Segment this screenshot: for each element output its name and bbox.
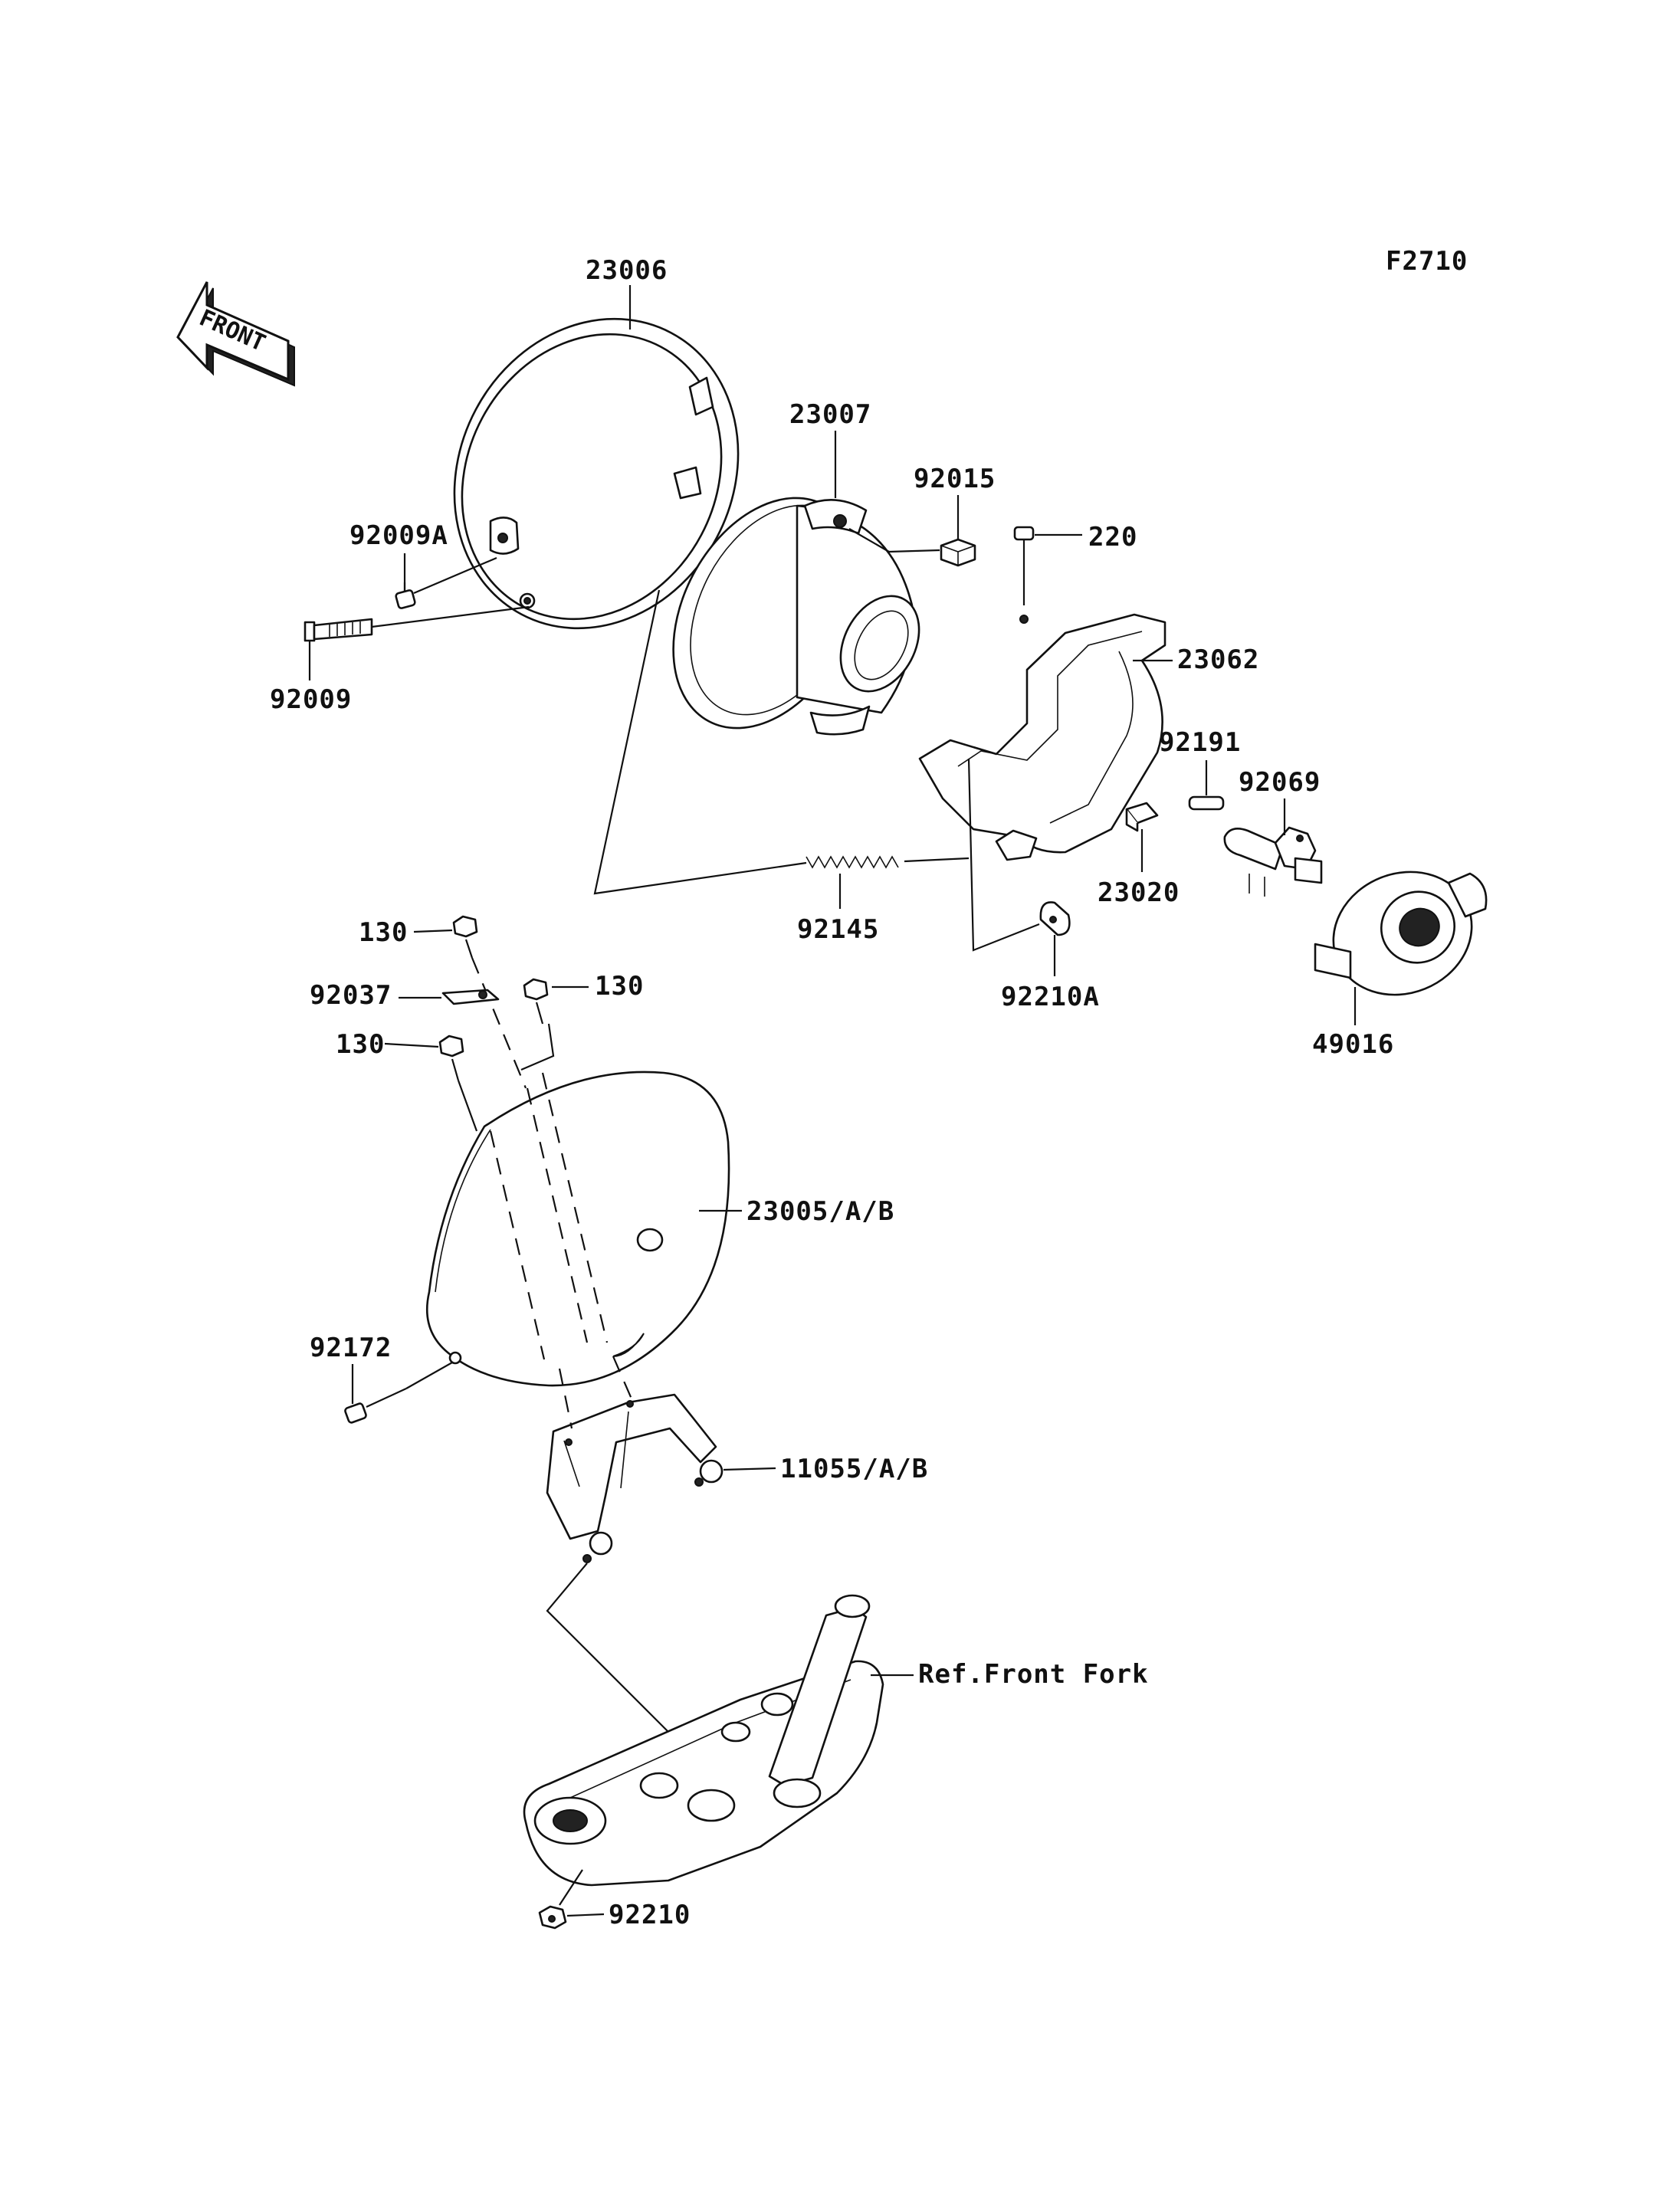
label-23005: 23005/A/B [746,1196,894,1227]
label-130-top: 130 [359,917,408,948]
label-220: 220 [1088,522,1137,553]
plate-92210A [1039,901,1071,936]
dust-cover-49016 [1314,871,1488,996]
nut-92210 [538,1905,567,1930]
pin-92191 [1188,795,1225,811]
nut-92015 [940,538,976,567]
diagram-code: F2710 [1386,246,1468,277]
ref-front-fork: Ref.Front Fork [918,1659,1149,1690]
label-92037: 92037 [310,980,392,1011]
headlight-unit-23007 [672,497,920,736]
label-11055: 11055/A/B [780,1454,928,1484]
stay-bracket-11055 [546,1393,724,1563]
label-23007: 23007 [789,399,871,430]
screw-92172 [344,1388,407,1424]
label-49016: 49016 [1312,1029,1394,1060]
bolt-130-right [523,978,549,1025]
screw-220 [1013,526,1035,567]
label-92210A: 92210A [1001,982,1100,1012]
label-92210: 92210 [609,1900,691,1930]
headlight-housing-23005 [425,1071,730,1387]
label-92015: 92015 [914,464,996,494]
label-23006: 23006 [586,255,668,286]
label-92009: 92009 [270,684,352,715]
bolt-130-top [452,915,478,959]
front-fork-bracket [523,1594,884,1887]
bulb-92069 [1223,826,1323,897]
label-92172: 92172 [310,1333,392,1363]
bolt-130-left [438,1035,464,1081]
label-23062: 23062 [1177,644,1259,675]
spring-92145 [806,855,899,869]
label-92191: 92191 [1159,727,1241,758]
label-23020: 23020 [1098,877,1180,908]
bolt-92009 [304,618,373,642]
label-92069: 92069 [1239,767,1321,798]
label-130-left: 130 [336,1029,385,1060]
label-92145: 92145 [797,914,879,945]
headlight-rim-23006 [453,317,740,630]
bracket-23062 [918,613,1166,861]
label-92009A: 92009A [349,520,448,551]
front-arrow-icon: FRONT [176,281,295,387]
bracket-92037 [441,989,500,1005]
label-130-right: 130 [595,971,644,1002]
clip-23020 [1125,802,1159,832]
